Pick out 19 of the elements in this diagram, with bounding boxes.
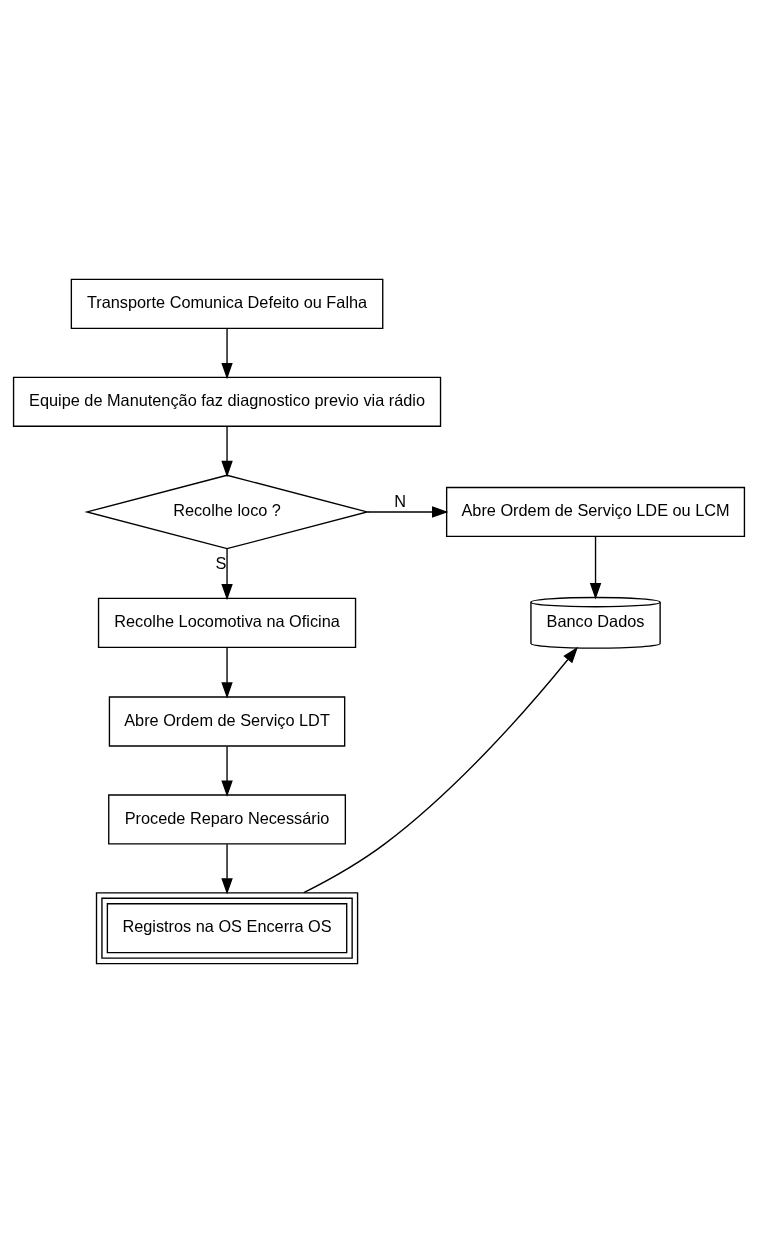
node-box: Registros na OS Encerra OS [95, 892, 359, 965]
edge-label: S [215, 553, 227, 572]
arrow [589, 536, 602, 600]
arrow [303, 646, 579, 894]
node-diamond: Recolhe loco ? [84, 474, 370, 550]
edge-label: N [394, 492, 406, 511]
arrow [221, 548, 233, 601]
arrow [221, 328, 233, 380]
arrow [366, 506, 449, 518]
node-box: Abre Ordem de Serviço LDT [108, 696, 346, 747]
arrow [221, 646, 233, 699]
arrow [221, 745, 233, 797]
node-box: Recolhe Locomotiva na Oficina [97, 597, 357, 648]
arrow [221, 425, 233, 478]
arrow [221, 843, 233, 895]
node-box: Transporte Comunica Defeito ou Falha [70, 278, 384, 330]
node-box: Procede Reparo Necessário [108, 794, 347, 845]
node-box: Equipe de Manutenção faz diagnostico previo via rádio [12, 376, 442, 427]
node-box: Abre Ordem de Serviço LDE ou LCM [445, 486, 746, 538]
